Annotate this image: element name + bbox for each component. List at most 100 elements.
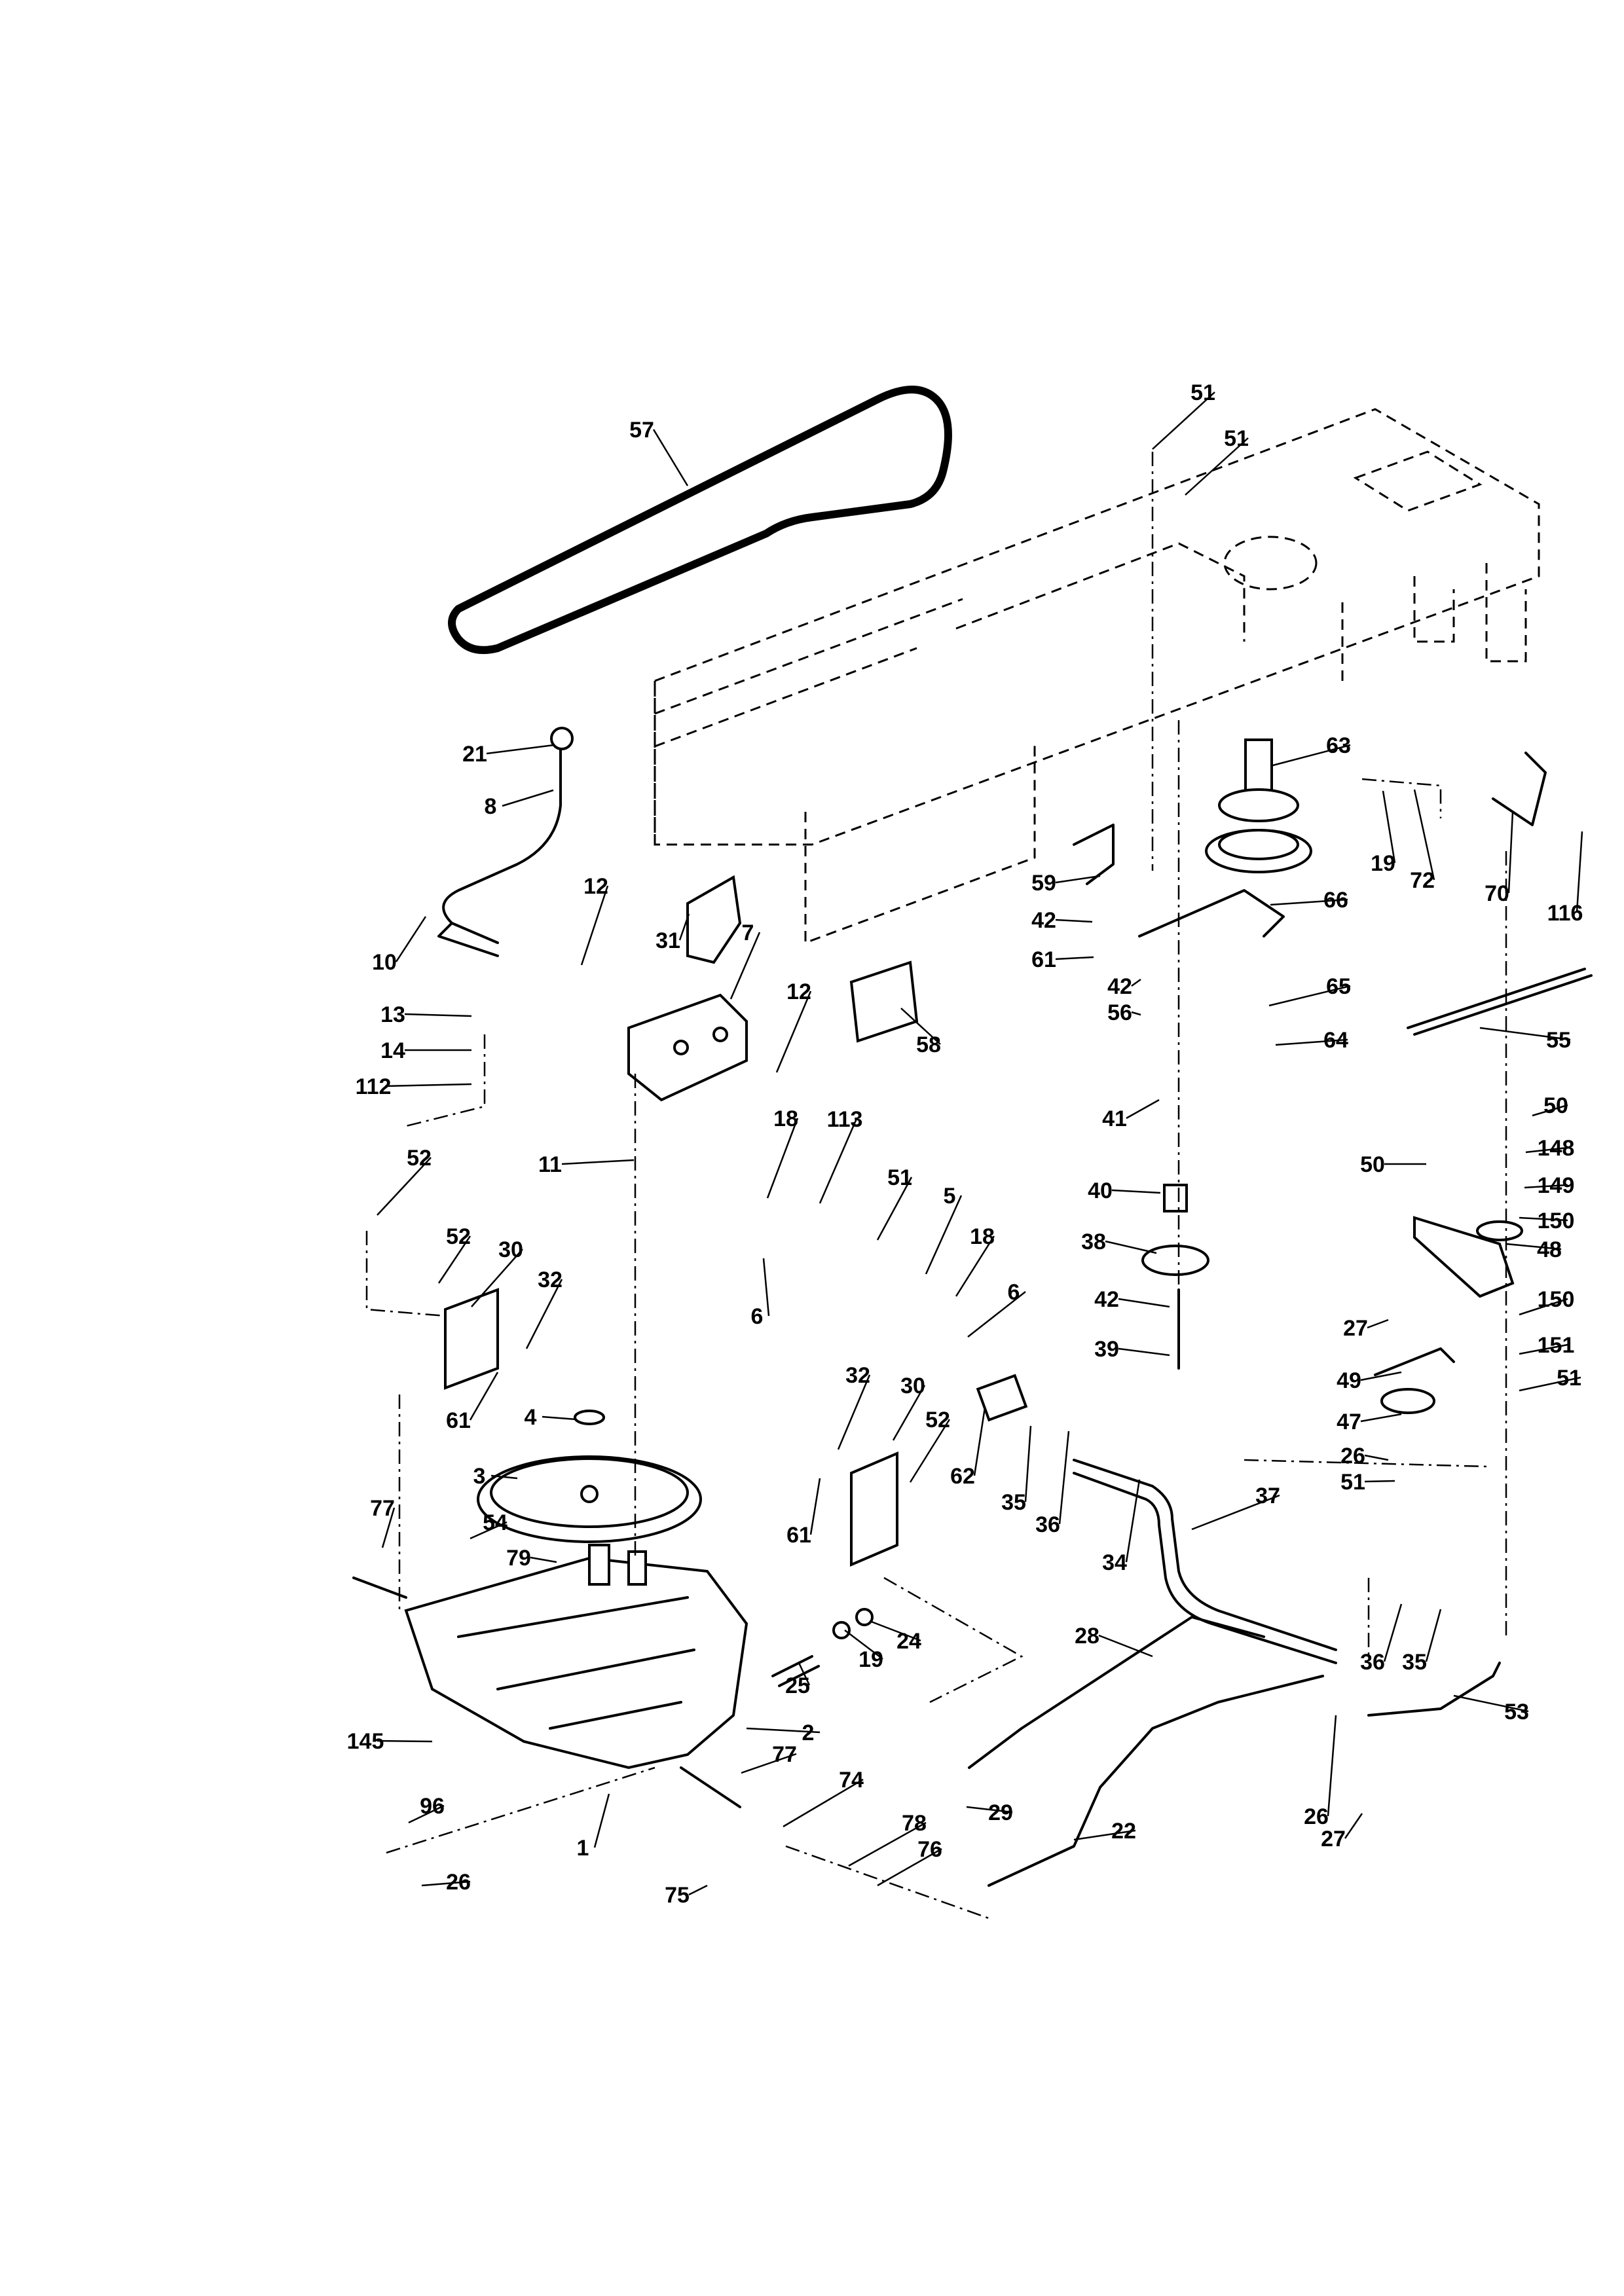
callout-leader — [746, 1727, 821, 1734]
callout-c36a: 36 — [1035, 1512, 1060, 1537]
callout-c14: 14 — [380, 1038, 405, 1063]
callout-leader — [900, 1008, 941, 1045]
transaxle-pulley — [477, 1410, 702, 1543]
callout-c58: 58 — [916, 1032, 941, 1057]
callout-c96: 96 — [420, 1794, 445, 1819]
callout-c74: 74 — [839, 1768, 864, 1793]
clutch-brake-shaft — [976, 1374, 1337, 1664]
callout-c18b: 18 — [970, 1224, 995, 1249]
callout-c32b: 32 — [845, 1363, 870, 1388]
callout-leader — [490, 1474, 518, 1480]
callout-c21: 21 — [462, 742, 487, 767]
callout-leader — [1532, 1104, 1568, 1117]
callout-leader — [486, 744, 555, 755]
callout-leader — [1131, 1011, 1141, 1016]
callout-c145: 145 — [347, 1729, 384, 1754]
callout-c1: 1 — [577, 1836, 589, 1861]
callout-leader — [384, 1083, 472, 1087]
callout-c6a: 6 — [751, 1304, 764, 1329]
callout-leader — [678, 913, 690, 941]
callout-c61a: 61 — [1031, 947, 1056, 972]
callout-leader — [470, 1521, 507, 1540]
callout-c65: 65 — [1326, 974, 1351, 999]
idler-pulley — [1141, 1184, 1209, 1370]
callout-leader — [775, 991, 812, 1073]
callout-leader — [1024, 1425, 1032, 1503]
callout-c57: 57 — [629, 418, 654, 443]
callout-leader — [1111, 1189, 1161, 1194]
callout-c30b: 30 — [900, 1374, 925, 1398]
callout-leader — [1453, 1694, 1529, 1713]
callout-leader — [1525, 1146, 1568, 1154]
callout-c53: 53 — [1504, 1700, 1529, 1724]
callout-leader — [652, 429, 689, 486]
callout-c70: 70 — [1485, 881, 1509, 906]
callout-leader — [1058, 1430, 1070, 1525]
callout-leader — [955, 1235, 995, 1297]
callout-leader — [1519, 1343, 1568, 1355]
callout-c31: 31 — [655, 928, 680, 953]
drive-belt — [448, 386, 952, 654]
callout-c48: 48 — [1537, 1237, 1562, 1262]
callout-c4: 4 — [525, 1405, 537, 1430]
callout-c11: 11 — [538, 1152, 562, 1177]
callout-leader — [1576, 831, 1583, 913]
callout-leader — [1055, 919, 1093, 923]
callout-leader — [1360, 1371, 1402, 1381]
callout-leader — [593, 1793, 610, 1848]
brake-rod — [968, 1616, 1265, 1769]
callout-leader — [1191, 1494, 1280, 1531]
callout-leader — [530, 1556, 557, 1563]
parking-brake-rod — [1367, 1662, 1501, 1717]
callout-c34: 34 — [1102, 1550, 1127, 1575]
callout-leader — [967, 1291, 1026, 1338]
callout-c72: 72 — [1410, 868, 1435, 893]
callout-c2: 2 — [802, 1721, 815, 1745]
callout-c75: 75 — [665, 1883, 690, 1908]
callout-c56: 56 — [1107, 1000, 1132, 1025]
callout-c27a: 27 — [1343, 1316, 1368, 1341]
callout-c62: 62 — [950, 1464, 975, 1489]
callout-leader — [421, 1880, 471, 1887]
callout-leader — [395, 916, 427, 962]
callout-leader — [1131, 978, 1141, 987]
callout-c42a: 42 — [1031, 908, 1056, 933]
callout-c12b: 12 — [786, 979, 811, 1004]
callout-c22: 22 — [1111, 1819, 1136, 1844]
callout-leader — [741, 1753, 797, 1774]
callout-leader — [1055, 875, 1101, 884]
callout-c40: 40 — [1088, 1178, 1113, 1203]
clutch-rod — [987, 1675, 1324, 1887]
callout-leader — [1364, 1480, 1395, 1483]
callout-c61b: 61 — [446, 1408, 471, 1433]
callout-leader — [502, 789, 554, 807]
heat-shield — [686, 875, 742, 964]
callout-leader — [1055, 956, 1094, 960]
callout-leader — [1118, 1298, 1170, 1308]
callout-c51a: 51 — [1190, 380, 1215, 405]
shift-lever — [437, 727, 574, 957]
callout-c6b: 6 — [1008, 1280, 1020, 1305]
callout-c32a: 32 — [538, 1267, 563, 1292]
callout-leader — [1270, 744, 1351, 767]
callout-leader — [580, 885, 609, 966]
callout-c41: 41 — [1102, 1106, 1127, 1131]
callout-leader — [1383, 1603, 1403, 1662]
callout-c36b: 36 — [1360, 1650, 1385, 1675]
callout-leader — [876, 1176, 913, 1241]
callout-c51e: 51 — [1340, 1470, 1365, 1495]
callout-c116: 116 — [1547, 901, 1583, 926]
callout-leader — [844, 1630, 883, 1660]
callout-c51c: 51 — [887, 1165, 912, 1190]
callout-c38: 38 — [1081, 1230, 1106, 1254]
callout-leader — [877, 1848, 942, 1887]
bracket-left — [444, 1288, 499, 1390]
callout-c76: 76 — [917, 1837, 942, 1862]
callout-leader — [1367, 1319, 1389, 1329]
callout-c26b: 26 — [1304, 1804, 1329, 1829]
callout-c47: 47 — [1337, 1410, 1361, 1434]
callout-leader — [404, 1013, 472, 1017]
callout-leader — [762, 1258, 770, 1317]
callout-leader — [688, 1884, 708, 1896]
